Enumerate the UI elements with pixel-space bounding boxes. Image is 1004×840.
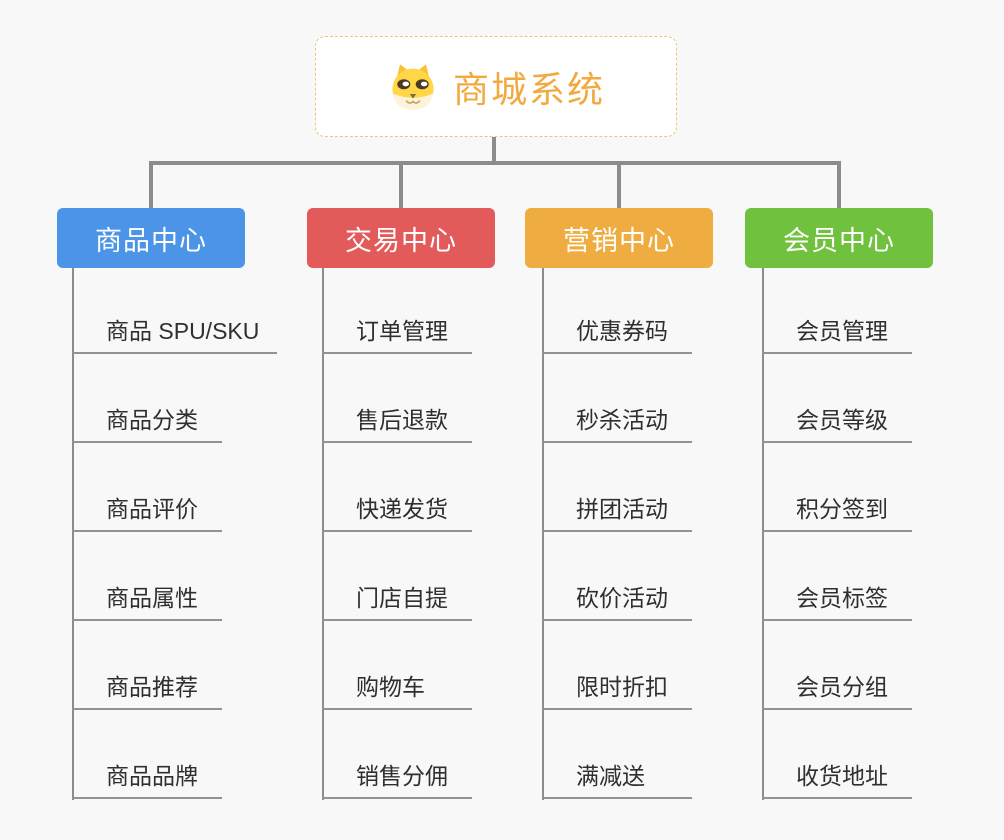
leaf-item[interactable]: 购物车 — [322, 621, 472, 710]
branch-node-marketing-center[interactable]: 营销中心 — [525, 208, 713, 268]
leaf-item[interactable]: 售后退款 — [322, 354, 472, 443]
branch-label: 商品中心 — [95, 225, 207, 256]
leaf-list-marketing-center: 优惠券码 秒杀活动 拼团活动 砍价活动 限时折扣 满减送 — [542, 268, 782, 799]
leaf-item[interactable]: 会员标签 — [762, 532, 912, 621]
leaf-list-member-center: 会员管理 会员等级 积分签到 会员标签 会员分组 收货地址 — [762, 268, 1002, 799]
leaf-label: 门店自提 — [356, 585, 448, 611]
leaf-item[interactable]: 商品推荐 — [72, 621, 222, 710]
branch-label: 交易中心 — [345, 225, 457, 256]
branch-drop-line — [617, 161, 621, 209]
leaf-item[interactable]: 限时折扣 — [542, 621, 692, 710]
leaf-item[interactable]: 订单管理 — [322, 268, 472, 354]
branch-drop-line — [149, 161, 153, 209]
root-connector-line — [492, 136, 496, 163]
leaf-item[interactable]: 商品 SPU/SKU — [72, 268, 278, 354]
leaf-item[interactable]: 销售分佣 — [322, 710, 472, 799]
leaf-list-trade-center: 订单管理 售后退款 快递发货 门店自提 购物车 销售分佣 — [322, 268, 562, 799]
leaf-label: 限时折扣 — [576, 674, 668, 700]
leaf-label: 商品推荐 — [106, 674, 198, 700]
leaf-label: 商品分类 — [106, 407, 198, 433]
branch-drop-line — [837, 161, 841, 209]
leaf-label: 快递发货 — [356, 496, 448, 522]
leaf-item[interactable]: 积分签到 — [762, 443, 912, 532]
branch-node-product-center[interactable]: 商品中心 — [57, 208, 245, 268]
leaf-label: 订单管理 — [356, 318, 448, 344]
branch-node-member-center[interactable]: 会员中心 — [745, 208, 933, 268]
leaf-label: 商品 SPU/SKU — [106, 318, 260, 344]
leaf-item[interactable]: 收货地址 — [762, 710, 912, 799]
leaf-item[interactable]: 优惠券码 — [542, 268, 692, 354]
leaf-item[interactable]: 满减送 — [542, 710, 692, 799]
branch-label: 营销中心 — [563, 225, 675, 256]
dog-icon — [392, 63, 434, 110]
branch-node-trade-center[interactable]: 交易中心 — [307, 208, 495, 268]
leaf-label: 砍价活动 — [576, 585, 668, 611]
leaf-item[interactable]: 快递发货 — [322, 443, 472, 532]
root-title: 商城系统 — [452, 68, 605, 110]
branch-label: 会员中心 — [783, 225, 895, 256]
leaf-label: 收货地址 — [796, 763, 888, 789]
leaf-label: 购物车 — [356, 674, 425, 700]
leaf-item[interactable]: 会员管理 — [762, 268, 912, 354]
branch-drop-line — [399, 161, 403, 209]
column-connector-line — [322, 268, 324, 800]
leaf-item[interactable]: 拼团活动 — [542, 443, 692, 532]
root-node[interactable]: 商城系统 — [315, 36, 677, 137]
leaf-item[interactable]: 商品属性 — [72, 532, 222, 621]
leaf-label: 积分签到 — [796, 496, 888, 522]
leaf-label: 售后退款 — [356, 407, 448, 433]
leaf-label: 会员等级 — [796, 407, 888, 433]
column-connector-line — [72, 268, 74, 800]
leaf-label: 秒杀活动 — [576, 407, 668, 433]
leaf-label: 销售分佣 — [356, 763, 448, 789]
column-connector-line — [542, 268, 544, 800]
leaf-label: 商品属性 — [106, 585, 198, 611]
leaf-item[interactable]: 商品分类 — [72, 354, 222, 443]
leaf-label: 拼团活动 — [576, 496, 668, 522]
leaf-item[interactable]: 门店自提 — [322, 532, 472, 621]
leaf-list-product-center: 商品 SPU/SKU 商品分类 商品评价 商品属性 商品推荐 商品品牌 — [72, 268, 312, 799]
leaf-label: 会员分组 — [796, 674, 888, 700]
leaf-label: 满减送 — [576, 763, 645, 789]
leaf-label: 商品评价 — [106, 496, 198, 522]
leaf-item[interactable]: 砍价活动 — [542, 532, 692, 621]
leaf-label: 优惠券码 — [576, 318, 668, 344]
leaf-item[interactable]: 会员分组 — [762, 621, 912, 710]
leaf-label: 会员标签 — [796, 585, 888, 611]
column-connector-line — [762, 268, 764, 800]
leaf-item[interactable]: 秒杀活动 — [542, 354, 692, 443]
leaf-label: 会员管理 — [796, 318, 888, 344]
leaf-item[interactable]: 会员等级 — [762, 354, 912, 443]
leaf-item[interactable]: 商品评价 — [72, 443, 222, 532]
leaf-label: 商品品牌 — [106, 763, 198, 789]
branch-connector-bar — [149, 161, 839, 165]
leaf-item[interactable]: 商品品牌 — [72, 710, 222, 799]
